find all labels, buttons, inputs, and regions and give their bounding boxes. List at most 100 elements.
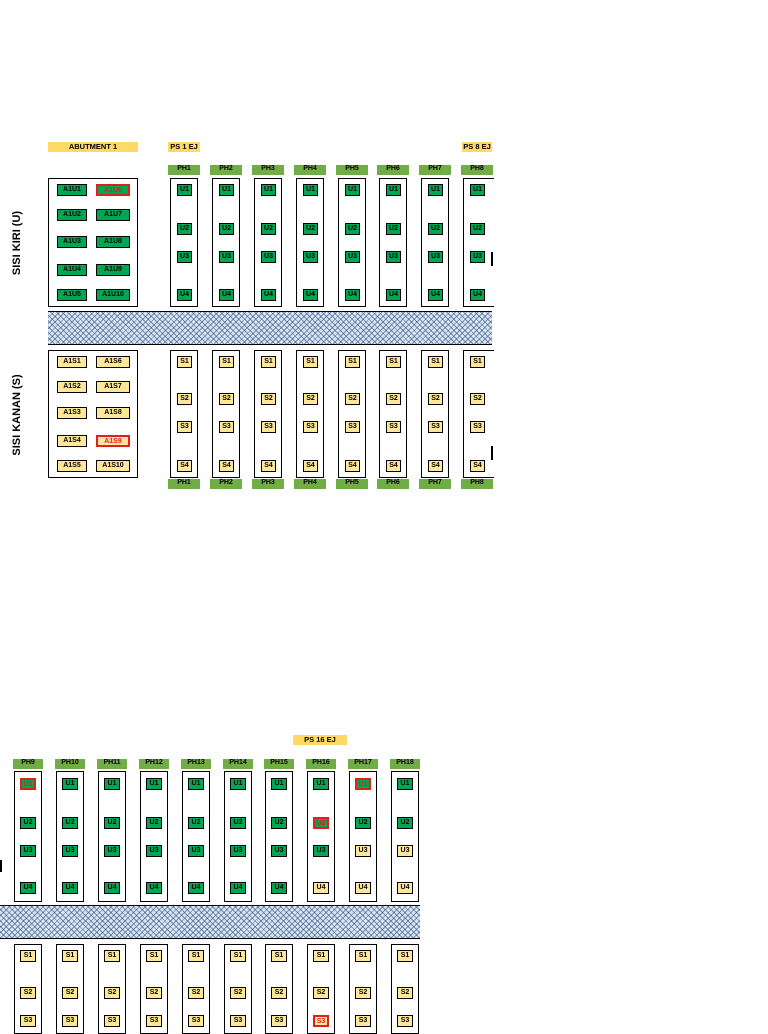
pier-upper-frame xyxy=(338,178,366,307)
pier-footer-top: PH8 xyxy=(461,479,493,489)
pier-upper-cell: U2 xyxy=(386,223,401,235)
abutment-upper-cell: A1U1 xyxy=(57,184,87,196)
pier-header-top: PH4 xyxy=(294,165,326,175)
pier-lower-cell: S1 xyxy=(428,356,443,368)
pier-upper-frame xyxy=(349,771,377,902)
pier-lower-cell: S1 xyxy=(470,356,485,368)
pier-upper-cell: U1 xyxy=(230,778,246,790)
pier-lower-cell: S2 xyxy=(230,987,246,999)
abutment-upper-cell: A1U3 xyxy=(57,236,87,248)
pier-lower-cell: S2 xyxy=(219,393,234,405)
pier-upper-cell: U2 xyxy=(303,223,318,235)
pier-upper-cell: U3 xyxy=(345,251,360,263)
pier-upper-cell: U4 xyxy=(428,289,443,301)
pier-header-bottom: PH14 xyxy=(223,759,253,769)
pier-lower-cell: S4 xyxy=(219,460,234,472)
pier-lower-cell: S2 xyxy=(303,393,318,405)
pier-upper-cell: U3 xyxy=(219,251,234,263)
edge-tick xyxy=(0,860,2,872)
pier-upper-cell: U1 xyxy=(271,778,287,790)
pier-upper-cell: U4 xyxy=(188,882,204,894)
pier-upper-cell: U3 xyxy=(177,251,192,263)
pier-lower-cell: S3 xyxy=(62,1015,78,1027)
pier-upper-cell: U4 xyxy=(230,882,246,894)
pier-footer-top: PH1 xyxy=(168,479,200,489)
pier-lower-cell: S1 xyxy=(355,950,371,962)
abutment-upper-cell: A1U4 xyxy=(57,264,87,276)
pier-upper-cell: U1 xyxy=(428,184,443,196)
pier-lower-cell: S4 xyxy=(303,460,318,472)
pier-upper-cell: U2 xyxy=(177,223,192,235)
pier-lower-cell: S2 xyxy=(397,987,413,999)
abutment-upper-cell: A1U2 xyxy=(57,209,87,221)
pier-lower-cell: S2 xyxy=(146,987,162,999)
pier-lower-cell: S1 xyxy=(271,950,287,962)
pier-lower-cell: S3 xyxy=(261,421,276,433)
pier-header-top: PH8 xyxy=(461,165,493,175)
pier-lower-frame xyxy=(296,350,324,478)
pier-upper-cell: U4 xyxy=(303,289,318,301)
pier-upper-cell: U3 xyxy=(271,845,287,857)
pier-lower-cell: S1 xyxy=(146,950,162,962)
abutment-lower-cell: A1S9 xyxy=(96,435,130,447)
pier-upper-cell: U3 xyxy=(355,845,371,857)
pier-lower-cell: S3 xyxy=(271,1015,287,1027)
pier-lower-cell: S3 xyxy=(219,421,234,433)
pier-upper-cell: U3 xyxy=(62,845,78,857)
pier-upper-cell: U2 xyxy=(470,223,485,235)
pier-upper-cell: U3 xyxy=(20,845,36,857)
pier-footer-top: PH3 xyxy=(252,479,284,489)
abutment-lower-cell: A1S3 xyxy=(57,407,87,419)
deck-strip-top xyxy=(48,311,492,345)
pier-header-top: PH6 xyxy=(377,165,409,175)
pier-lower-cell: S4 xyxy=(177,460,192,472)
pier-upper-frame xyxy=(254,178,282,307)
pier-upper-cell: U1 xyxy=(355,778,371,790)
pier-upper-cell: U4 xyxy=(271,882,287,894)
pier-lower-frame xyxy=(170,350,198,478)
pier-upper-cell: U1 xyxy=(177,184,192,196)
pier-lower-cell: S2 xyxy=(313,987,329,999)
pier-upper-frame xyxy=(379,178,407,307)
pier-upper-cell: U4 xyxy=(397,882,413,894)
pier-lower-cell: S2 xyxy=(20,987,36,999)
abutment-upper-cell: A1U10 xyxy=(96,289,130,301)
pier-header-top: PH3 xyxy=(252,165,284,175)
pier-upper-cell: U2 xyxy=(271,817,287,829)
pier-lower-cell: S3 xyxy=(386,421,401,433)
pier-lower-cell: S2 xyxy=(470,393,485,405)
pier-lower-cell: S2 xyxy=(261,393,276,405)
pier-lower-cell: S3 xyxy=(146,1015,162,1027)
pier-upper-cell: U3 xyxy=(428,251,443,263)
pier-upper-cell: U2 xyxy=(62,817,78,829)
pier-upper-cell: U1 xyxy=(104,778,120,790)
pier-lower-cell: S3 xyxy=(104,1015,120,1027)
pier-lower-cell: S4 xyxy=(386,460,401,472)
abutment-upper-cell: A1U7 xyxy=(96,209,130,221)
pier-header-bottom: PH11 xyxy=(97,759,127,769)
pier-upper-frame xyxy=(140,771,168,902)
ps-label-16: PS 16 EJ xyxy=(293,735,347,745)
pier-upper-frame xyxy=(224,771,252,902)
pier-lower-cell: S2 xyxy=(271,987,287,999)
pier-upper-cell: U2 xyxy=(20,817,36,829)
pier-upper-cell: U1 xyxy=(219,184,234,196)
pier-upper-frame xyxy=(463,178,494,307)
pier-upper-frame xyxy=(170,178,198,307)
pier-lower-cell: S3 xyxy=(470,421,485,433)
pier-footer-top: PH6 xyxy=(377,479,409,489)
pier-upper-cell: U1 xyxy=(20,778,36,790)
pier-lower-cell: S2 xyxy=(345,393,360,405)
pier-upper-cell: U2 xyxy=(188,817,204,829)
pier-lower-cell: S2 xyxy=(104,987,120,999)
pier-lower-cell: S1 xyxy=(230,950,246,962)
pier-upper-cell: U2 xyxy=(355,817,371,829)
pier-upper-cell: U4 xyxy=(261,289,276,301)
pier-header-top: PH2 xyxy=(210,165,242,175)
pier-footer-top: PH5 xyxy=(336,479,368,489)
pier-upper-cell: U1 xyxy=(188,778,204,790)
pier-header-top: PH5 xyxy=(336,165,368,175)
pier-upper-cell: U4 xyxy=(104,882,120,894)
pier-lower-cell: S3 xyxy=(177,421,192,433)
pier-upper-cell: U3 xyxy=(470,251,485,263)
